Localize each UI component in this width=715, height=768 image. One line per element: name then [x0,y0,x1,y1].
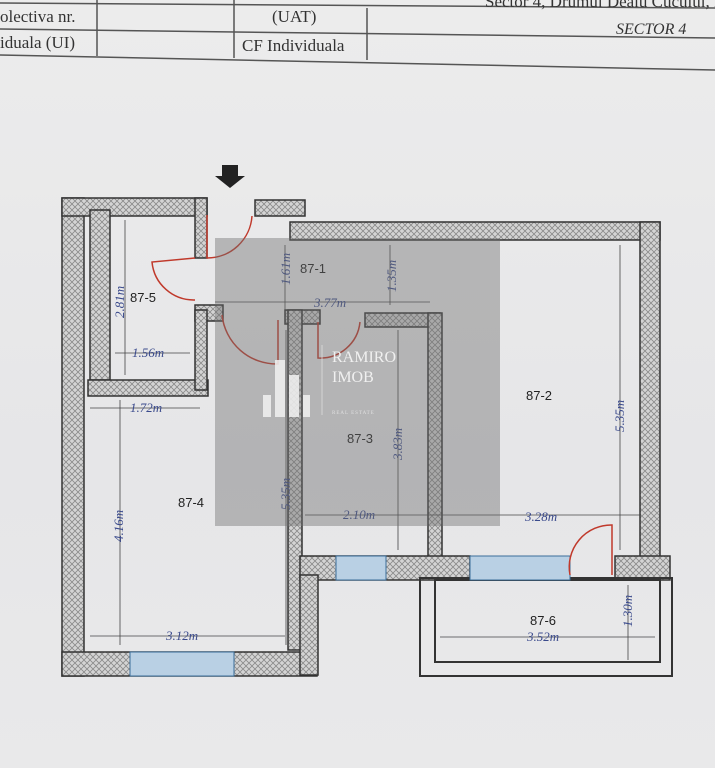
dim-87-2-a: 5.35m [612,400,627,432]
dim-87-4-d: 3.12m [165,628,198,643]
room-87-2: 87-2 [526,388,552,403]
dim-87-5-a: 2.81m [112,286,127,318]
address-text: Sector 4, Drumul Dealu Cucului, N [485,0,715,11]
cell-ui-label: iduala (UI) [0,33,76,52]
dim-87-3-a: 3.83m [390,428,405,461]
dim-87-4-b: 4.16m [111,510,126,542]
dim-87-3-b: 2.10m [343,507,375,522]
room-87-4: 87-4 [178,495,204,510]
room-87-1: 87-1 [300,261,326,276]
dim-87-6-a: 3.52m [526,629,559,644]
arrow-down-icon [215,165,245,188]
room-87-3: 87-3 [347,431,373,446]
room-87-5: 87-5 [130,290,156,305]
dim-87-5-b: 1.56m [132,345,164,360]
watermark-line1: RAMIRO [332,349,396,366]
dim-87-4-c: 5.35m [278,478,293,510]
doors [151,215,613,576]
cell-collective-label: olectiva nr. [0,7,76,26]
watermark-line2: IMOB [332,369,374,386]
watermark: RAMIRO IMOB REAL ESTATE [215,238,500,526]
watermark-tagline: REAL ESTATE [332,411,375,416]
building-logo-icon [263,360,310,417]
dim-87-1-c: 3.77m [313,295,346,310]
windows [129,555,571,677]
dim-87-6-b: 1.30m [620,595,635,627]
cell-sector: SECTOR 4 [616,21,687,38]
cell-cf: CF Individuala [242,36,345,55]
cell-uat: (UAT) [272,7,317,26]
header-table [0,0,715,71]
dim-87-4-a: 1.72m [130,400,162,415]
dim-87-1-b: 1.35m [384,260,399,292]
dim-87-1-a: 1.61m [278,253,293,285]
dimension-lines [90,220,655,660]
dim-87-2-b: 3.28m [524,509,557,524]
room-87-6: 87-6 [530,613,556,628]
